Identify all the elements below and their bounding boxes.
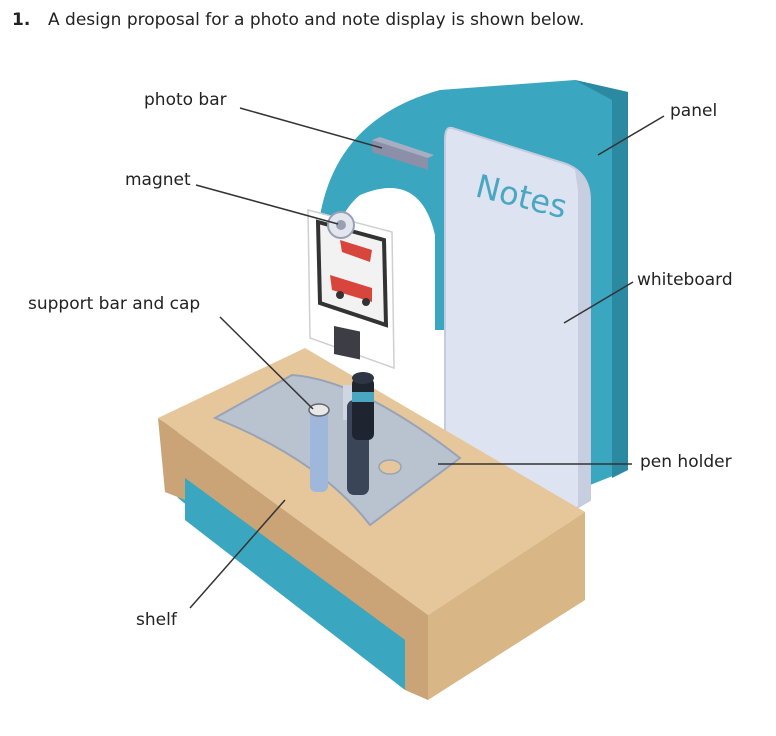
label-support-bar-and-cap: support bar and cap xyxy=(28,294,201,314)
photo xyxy=(307,209,395,370)
marker-pen xyxy=(347,372,374,495)
label-shelf: shelf xyxy=(136,610,177,630)
whiteboard: Notes xyxy=(444,126,591,514)
pen-holder xyxy=(212,373,462,527)
magnet xyxy=(327,211,355,239)
leader-lines xyxy=(189,107,665,609)
label-photo-bar: photo bar xyxy=(144,90,227,110)
question-number: 1. xyxy=(12,10,31,30)
photo-bar xyxy=(372,137,434,170)
question-text: A design proposal for a photo and note d… xyxy=(48,10,585,30)
label-panel: panel xyxy=(670,101,718,121)
label-magnet: magnet xyxy=(125,170,191,190)
support-bar-and-cap xyxy=(308,385,353,492)
label-pen-holder: pen holder xyxy=(640,452,732,472)
label-whiteboard: whiteboard xyxy=(637,270,733,290)
